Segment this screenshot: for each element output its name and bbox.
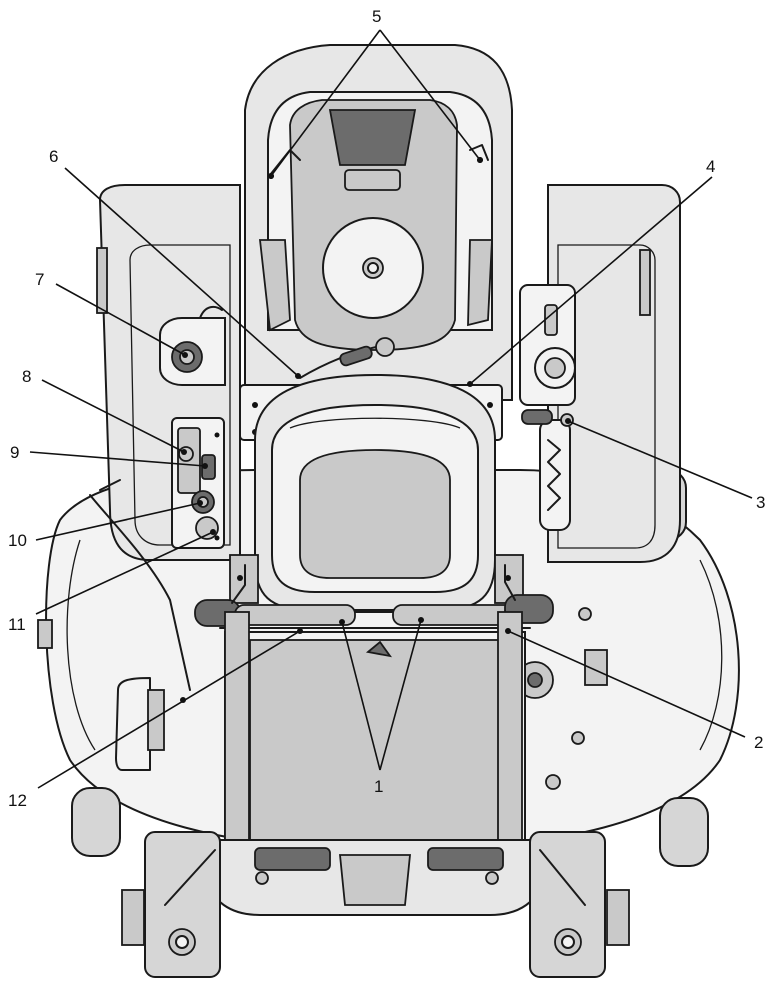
caster-wheel-right-front: [660, 798, 708, 866]
caster-wheel-left-front: [72, 788, 120, 856]
drive-wheel-left: [122, 832, 220, 977]
callout-11: 11: [8, 615, 26, 634]
callout-5: 5: [372, 7, 381, 26]
drive-wheel-right: [530, 832, 629, 977]
callout-8: 8: [22, 367, 31, 386]
front-bumper: [210, 840, 540, 915]
callout-3: 3: [756, 493, 765, 512]
callout-1: 1: [374, 777, 383, 796]
callout-10: 10: [8, 531, 27, 550]
callout-2: 2: [754, 733, 763, 752]
callout-12: 12: [8, 791, 27, 810]
callout-6: 6: [49, 147, 58, 166]
callout-9: 9: [10, 443, 19, 462]
left-control-panel: [172, 418, 224, 548]
callout-4: 4: [706, 157, 715, 176]
seat: [255, 375, 495, 610]
callout-7: 7: [35, 270, 44, 289]
floor-plate: [225, 612, 525, 844]
